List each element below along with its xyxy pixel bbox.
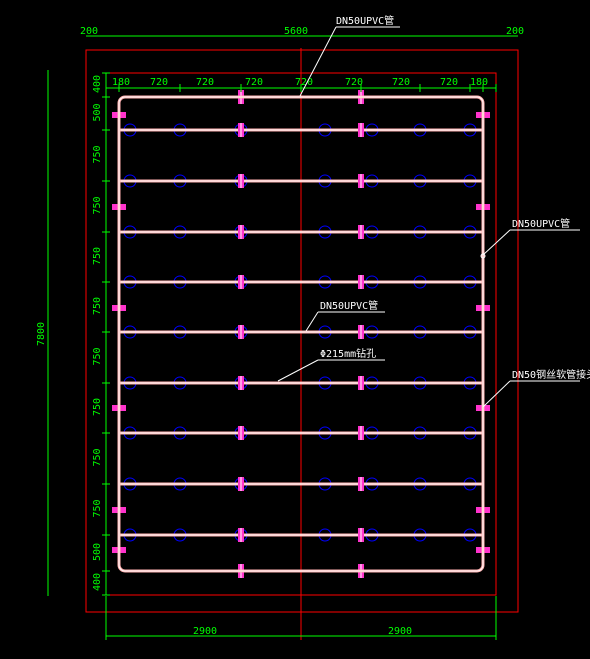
dim-left-segment: 400	[92, 573, 103, 591]
label-right-pipe: DN50UPVC管	[512, 217, 570, 230]
label-hole-diameter: Φ215mm钻孔	[320, 347, 376, 360]
dim-left-segment: 750	[92, 448, 103, 466]
dimension-layer: 180 720 720 720 720 720 720 720 180 400 500 750 750 7…	[92, 72, 497, 596]
dim-left-segment: 750	[92, 499, 103, 517]
dim-bottom-right: 2900	[388, 626, 412, 637]
dim-top-segment: 720	[150, 77, 168, 88]
main-pipe-frame-core	[118, 96, 484, 572]
outer-boundary	[85, 49, 519, 613]
dim-left-segment: 750	[92, 196, 103, 214]
dim-top-left-edge: 200	[80, 26, 98, 37]
dim-top-segment: 720	[295, 77, 313, 88]
dim-top-right-edge: 200	[506, 26, 524, 37]
pipe-layer	[119, 128, 483, 537]
dim-left-segment: 750	[92, 145, 103, 163]
label-top-pipe: DN50UPVC管	[336, 14, 394, 27]
dim-left-segment: 750	[92, 297, 103, 315]
dim-left-segment: 750	[92, 247, 103, 265]
dim-left-total: 7800	[36, 322, 47, 346]
dim-top-segment: 180	[470, 77, 488, 88]
label-right-fitting: DN50钢丝软管接头	[512, 368, 590, 381]
dim-top-segment: 180	[112, 77, 130, 88]
dim-top-segment: 720	[196, 77, 214, 88]
label-middle-pipe: DN50UPVC管	[320, 299, 378, 312]
dim-left-segment: 750	[92, 398, 103, 416]
dim-top-segment: 720	[392, 77, 410, 88]
dim-left-segment: 750	[92, 347, 103, 365]
dim-left-segment: 400	[92, 75, 103, 93]
dim-top-total: 5600	[284, 26, 308, 37]
dim-bottom-left: 2900	[193, 626, 217, 637]
dim-top-segment: 720	[345, 77, 363, 88]
dim-top-segment: 720	[440, 77, 458, 88]
dim-left-segment: 500	[92, 103, 103, 121]
dim-top-segment: 720	[245, 77, 263, 88]
dim-left-segment: 500	[92, 543, 103, 561]
